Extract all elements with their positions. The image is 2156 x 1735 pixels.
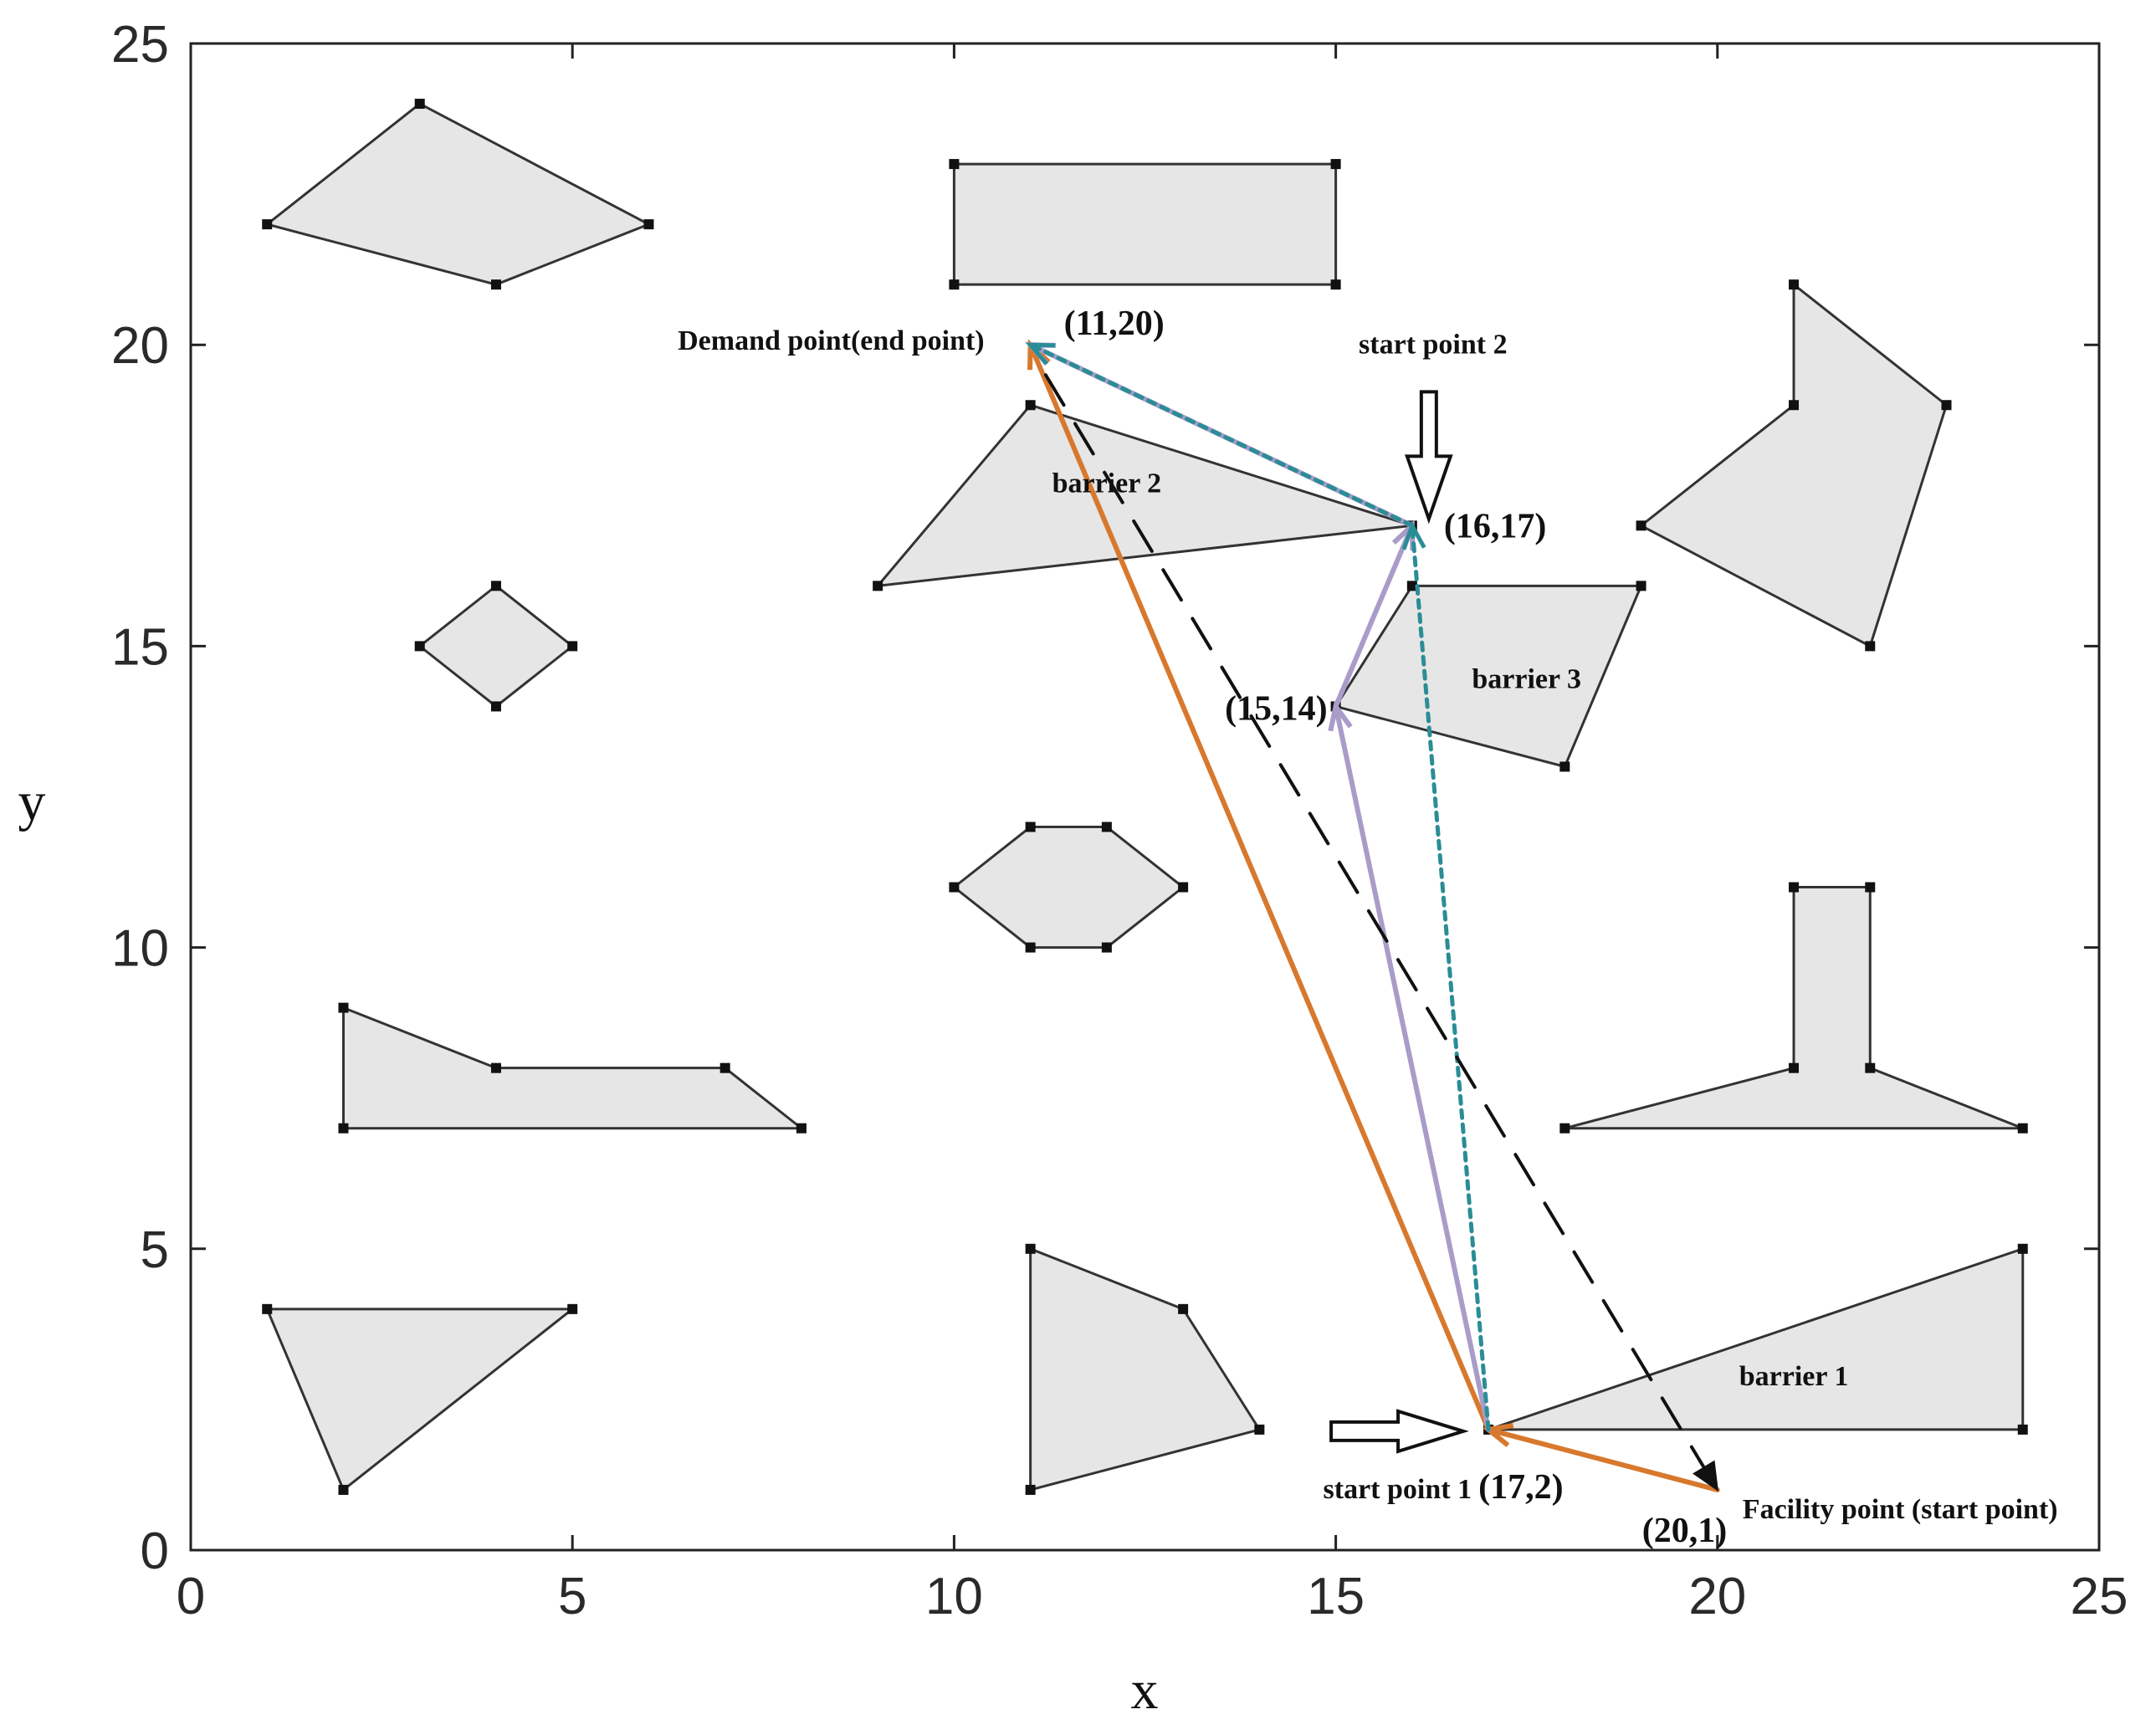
route-4-arrowhead-1 (1693, 1460, 1719, 1492)
obstacle-10 (264, 1308, 576, 1492)
obstacle-6-vertex-3 (1559, 761, 1570, 772)
y-tick-label-0: 0 (141, 1523, 169, 1580)
obstacle-8-vertex-3 (720, 1062, 730, 1073)
annotations: (11,20) Demand point(end point) start poin… (678, 305, 2057, 1550)
obstacle-3-vertex-1 (490, 581, 501, 591)
obstacle-9-vertex-6 (1789, 1062, 1800, 1073)
route-3-arrowhead-2 (1026, 342, 1056, 366)
obstacle-2-vertex-1 (949, 159, 960, 170)
obstacle-4 (874, 403, 1413, 588)
y-tick-label-25: 25 (111, 16, 169, 74)
obstacle-9-vertex-5 (1559, 1123, 1570, 1134)
y-tick-label-5: 5 (141, 1221, 169, 1279)
route-2-segment-2 (1333, 523, 1415, 709)
obstacle-7-vertex-5 (1101, 942, 1112, 953)
obstacle-11-vertex-1 (1025, 1243, 1036, 1254)
x-tick-label-25: 25 (2071, 1568, 2128, 1625)
obstacle-5-vertex-4 (1636, 520, 1646, 531)
route-1-segment-1 (1486, 1426, 1720, 1492)
annotation-7: (15,14) (1225, 689, 1327, 728)
obstacle-2-vertex-2 (1330, 159, 1341, 170)
obstacle-8 (341, 1006, 806, 1130)
y-tick-label-15: 15 (111, 618, 169, 676)
obstacle-6-vertex-1 (1406, 581, 1417, 591)
obstacle-12-vertex-2 (2017, 1243, 2028, 1254)
obstacle-3-vertex-4 (414, 641, 425, 652)
obstacle-5-vertex-3 (1865, 641, 1876, 652)
x-tick-label-0: 0 (177, 1568, 205, 1625)
obstacle-6-vertex-2 (1636, 581, 1646, 591)
route-1-segment-2 (1027, 342, 1492, 1432)
obstacle-7-vertex-4 (1178, 882, 1189, 893)
obstacle-11-vertex-4 (1025, 1484, 1036, 1495)
annotation-5: barrier 2 (1052, 468, 1162, 499)
start-point-1-arrow (1329, 1409, 1469, 1454)
annotation-11: (20,1) (1642, 1512, 1727, 1550)
route-2-segment-1 (1333, 704, 1492, 1432)
start-point-2-arrow (1405, 390, 1453, 525)
y-tick-label-10: 10 (111, 920, 169, 978)
obstacle-5-vertex-2 (1941, 400, 1952, 411)
obstacle-2 (952, 162, 1338, 286)
obstacle-4-vertex-3 (873, 581, 883, 591)
annotation-12: Facility point (start point) (1743, 1494, 2058, 1525)
obstacle-9-vertex-4 (2017, 1123, 2028, 1134)
obstacle-8-vertex-2 (490, 1062, 501, 1073)
obstacle-3-vertex-3 (490, 701, 501, 712)
start-arrows (1329, 390, 1469, 1454)
annotation-10: (17,2) (1478, 1468, 1563, 1507)
annotation-2: Demand point(end point) (678, 325, 985, 356)
obstacle-1-vertex-3 (643, 219, 654, 230)
y-tick-label-20: 20 (111, 317, 169, 375)
obstacle-8-vertex-4 (796, 1123, 807, 1134)
obstacle-5-vertex-1 (1789, 279, 1800, 290)
obstacle-3-vertex-2 (567, 641, 578, 652)
obstacle-8-vertex-1 (338, 1002, 349, 1013)
obstacle-2-vertex-3 (1330, 279, 1341, 290)
obstacle-7-vertex-1 (949, 882, 960, 893)
obstacle-1-vertex-4 (490, 279, 501, 290)
axis-ticks: 0 5 10 15 20 25 0 5 10 15 20 25 (111, 16, 2128, 1625)
obstacle-10-vertex-1 (262, 1303, 273, 1314)
x-tick-label-20: 20 (1688, 1568, 1746, 1625)
obstacle-7-vertex-3 (1101, 821, 1112, 832)
route-3-segment-1 (1410, 523, 1491, 1432)
x-tick-label-15: 15 (1307, 1568, 1365, 1625)
x-axis-label: x (1131, 1660, 1159, 1721)
obstacle-11-vertex-3 (1254, 1424, 1265, 1435)
obstacle-12-vertex-3 (2017, 1424, 2028, 1435)
plot-frame (189, 42, 2101, 1552)
y-axis-label: y (18, 771, 46, 832)
obstacle-5 (1638, 282, 1949, 648)
route-4-segment-1 (1043, 373, 1719, 1492)
obstacle-10-vertex-2 (567, 1303, 578, 1314)
obstacle-12 (1488, 1246, 2025, 1431)
obstacle-5-vertex-5 (1789, 400, 1800, 411)
obstacle-7-vertex-2 (1025, 821, 1036, 832)
obstacle-2-vertex-4 (949, 279, 960, 290)
routes (1024, 339, 1720, 1492)
obstacle-9-vertex-2 (1865, 882, 1876, 893)
obstacle-1-vertex-1 (262, 219, 273, 230)
x-tick-label-5: 5 (558, 1568, 586, 1625)
obstacles (262, 99, 2028, 1495)
annotation-6: barrier 3 (1472, 663, 1581, 694)
annotation-3: start point 2 (1359, 329, 1508, 360)
annotation-1: (11,20) (1064, 305, 1165, 343)
obstacle-9-vertex-1 (1789, 882, 1800, 893)
obstacle-4-vertex-1 (1025, 400, 1036, 411)
obstacle-8-vertex-5 (338, 1123, 349, 1134)
obstacle-1-vertex-2 (414, 99, 425, 110)
x-tick-label-10: 10 (925, 1568, 983, 1625)
obstacle-10-vertex-3 (338, 1484, 349, 1495)
annotation-9: start point 1 (1324, 1474, 1472, 1505)
route-3-segment-2 (1028, 342, 1415, 528)
annotation-4: (16,17) (1444, 507, 1546, 545)
obstacle-9-vertex-3 (1865, 1062, 1876, 1073)
annotation-8: barrier 1 (1739, 1361, 1849, 1392)
obstacle-11-vertex-2 (1178, 1303, 1189, 1314)
obstacle-7-vertex-6 (1025, 942, 1036, 953)
